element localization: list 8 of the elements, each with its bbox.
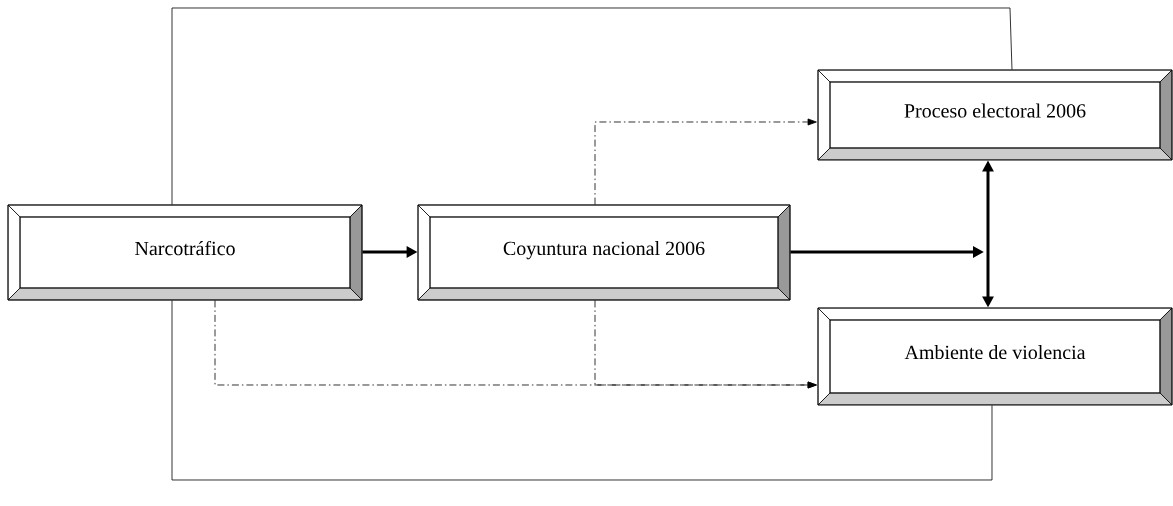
beveled-box: Coyuntura nacional 2006 <box>417 204 791 301</box>
beveled-box: Ambiente de violencia <box>817 307 1173 406</box>
connector-line <box>171 300 993 481</box>
dash-dot-arrow <box>594 300 817 389</box>
beveled-box: Proceso electoral 2006 <box>817 69 1173 161</box>
connector-line <box>171 7 1013 205</box>
beveled-box: Narcotráfico <box>7 204 363 301</box>
dash-dot-arrow <box>594 118 817 205</box>
